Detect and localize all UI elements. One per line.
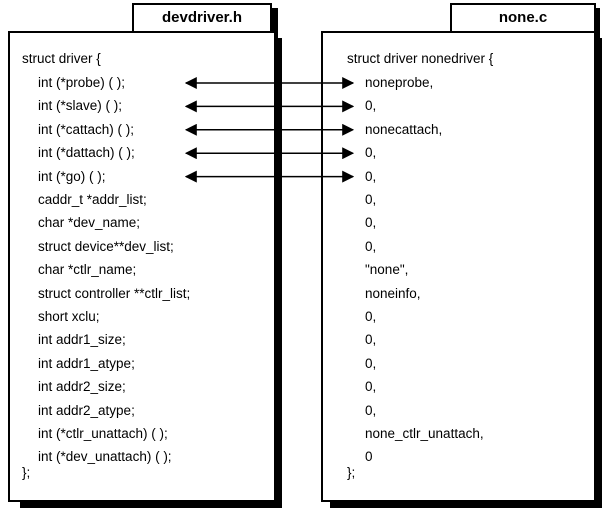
right-file-tab: none.c [450,3,596,33]
left-field-line: int (*go) ( ); [38,168,106,184]
left-field-line: short xclu; [38,309,100,324]
left-field-line: caddr_t *addr_list; [38,192,147,207]
right-value-line: 0, [365,238,377,254]
left-field-line: int (*dev_unattach) ( ); [38,449,172,465]
right-value-line: 0, [365,309,377,324]
right-value-line: nonecattach, [365,121,443,137]
left-field-line: int (*dattach) ( ); [38,145,135,161]
left-field-line: char *dev_name; [38,215,141,231]
right-value-line: noneinfo, [365,285,421,301]
right-value-line: 0, [365,332,377,348]
right-value-line: "none", [365,262,409,278]
left-field-line: int (*cattach) ( ); [38,121,135,137]
right-value-line: noneprobe, [365,75,434,90]
left-field-line: struct controller **ctlr_list; [38,285,191,301]
right-value-line: 0, [365,402,377,418]
left-field-line: int addr2_size; [38,379,126,395]
right-file-panel: struct driver nonedriver { noneprobe, 0, n… [321,31,596,502]
right-struct-header: struct driver nonedriver { [347,51,494,66]
right-value-line: 0, [365,168,377,184]
left-field-line: int addr1_size; [38,332,126,348]
left-struct-footer: }; [22,465,31,480]
right-value-line: 0, [365,355,377,371]
left-field-line: struct device**dev_list; [38,238,174,254]
right-value-line: 0, [365,215,377,231]
right-value-line: none_ctlr_unattach, [365,426,484,441]
right-file-title: none.c [498,9,548,26]
left-field-line: int (*probe) ( ); [38,75,126,90]
right-value-line: 0 [365,449,373,465]
left-field-line: char *ctlr_name; [38,262,137,278]
left-file-tab: devdriver.h [132,3,272,33]
left-field-line: int addr1_atype; [38,355,135,371]
right-value-line: 0, [365,145,377,161]
left-field-line: int addr2_atype; [38,402,135,418]
left-field-line: int (*slave) ( ); [38,98,123,114]
right-value-line: 0, [365,192,377,207]
right-value-line: 0, [365,98,377,114]
left-struct-header: struct driver { [22,51,101,66]
left-field-line: int (*ctlr_unattach) ( ); [38,426,168,441]
right-value-line: 0, [365,379,377,395]
left-file-title: devdriver.h [161,9,243,26]
right-struct-footer: }; [347,465,356,480]
